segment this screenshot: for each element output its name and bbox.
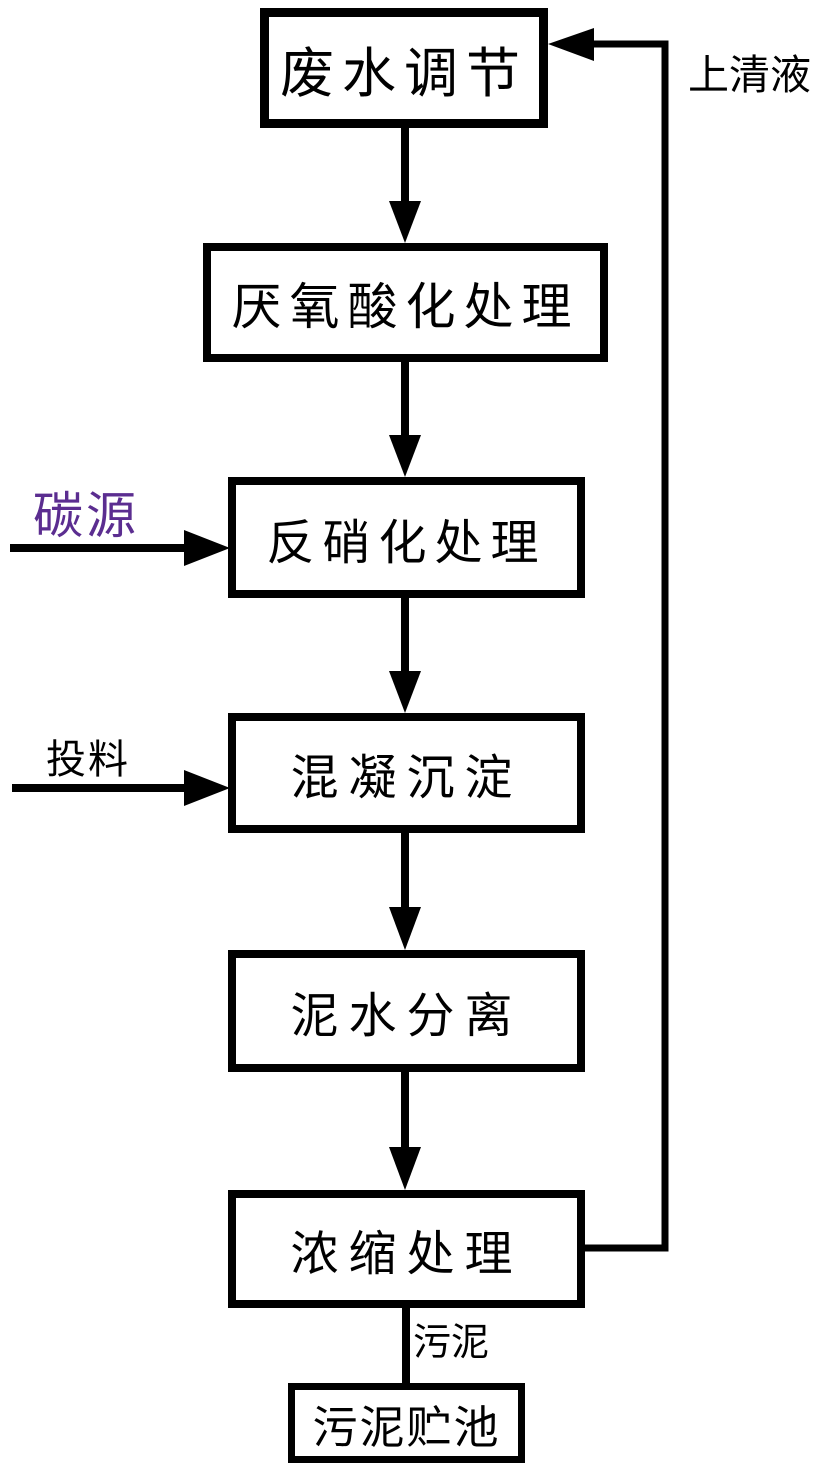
arrowhead-left-icon [548,28,594,61]
arrowhead-down-icon [389,671,421,713]
node-label: 污泥贮池 [312,1402,501,1453]
arrowhead-right-icon [184,530,230,566]
node-label: 混凝沉淀 [290,752,523,805]
arrowhead-right-icon [184,770,230,806]
edge-supernatant-recycle [548,28,669,1252]
node-label: 厌氧酸化处理 [231,278,580,335]
node-label: 废水调节 [280,43,528,104]
edge-label-supernatant: 上清液 [688,52,811,98]
edge-denitrification-to-coagulation [389,598,421,713]
node-label: 泥水分离 [290,990,523,1043]
arrowhead-down-icon [389,907,421,950]
edge-regulation-to-anaerobic [389,128,421,243]
node-concentration-treatment: 浓缩处理 [228,1190,585,1308]
edge-anaerobic-to-denitrification [389,362,421,477]
edge-coagulation-to-separation [389,833,421,950]
node-coagulation-sedimentation: 混凝沉淀 [228,713,585,833]
node-label: 浓缩处理 [290,1228,523,1281]
edge-separation-to-concentration [389,1072,421,1190]
edge-label-feeding: 投料 [46,737,130,782]
node-label: 反硝化处理 [266,516,547,570]
node-sludge-storage-pool: 污泥贮池 [288,1383,525,1463]
edge-carbon-source-input [10,530,230,566]
edge-feeding-input [12,770,230,806]
node-anaerobic-acidification: 厌氧酸化处理 [203,243,608,362]
edge-label-carbon-source: 碳源 [33,488,139,544]
arrowhead-down-icon [389,201,421,243]
node-denitrification: 反硝化处理 [228,477,585,598]
edge-label-sludge: 污泥 [413,1322,490,1364]
node-mud-water-separation: 泥水分离 [228,950,585,1072]
arrowhead-down-icon [389,1147,421,1190]
node-wastewater-regulation: 废水调节 [260,8,548,128]
arrowhead-down-icon [389,435,421,477]
